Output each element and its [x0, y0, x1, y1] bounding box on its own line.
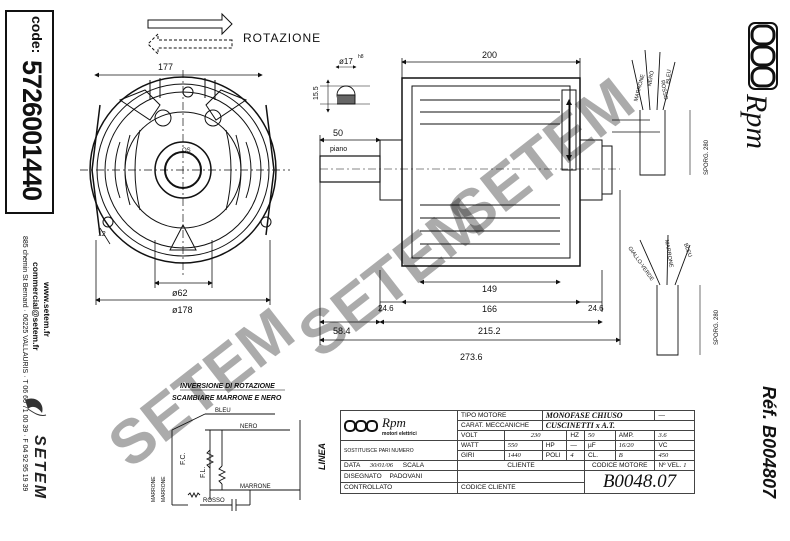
- title-block: Rpm motori elettrici TIPO MOTORE MONOFAS…: [340, 410, 696, 520]
- watermark-3: SETEM: [436, 65, 647, 251]
- watt-value: 550: [503, 440, 543, 451]
- vc-label: VC: [654, 440, 695, 451]
- dim-200: 200: [482, 50, 497, 60]
- sporg-bottom-label: SPORG. 280: [714, 309, 720, 345]
- dim-24-6-left: 24.6: [378, 304, 394, 313]
- schematic-title-2: SCAMBIARE MARRONE E NERO: [172, 395, 282, 402]
- dim-17-tolerance: h8: [358, 54, 364, 60]
- dim-273-6: 273.6: [460, 352, 483, 362]
- codice-cliente-label: CODICE CLIENTE: [457, 481, 585, 494]
- rotation-label: ROTAZIONE: [243, 31, 321, 45]
- watermark-1: SETEM: [96, 295, 307, 481]
- dim-178: ø178: [172, 305, 193, 315]
- schematic-marrone-v1: MARRONE: [151, 476, 157, 502]
- rotation-arrow-icon: [147, 12, 233, 56]
- wire-bottom-bleu: BLEU: [682, 243, 693, 259]
- watt-label: WATT: [457, 440, 505, 451]
- hp-label: HP: [541, 440, 568, 451]
- codice-motore-label: CODICE MOTORE: [583, 460, 656, 471]
- sostituisce-label: SOSTITUISCE PARI NUMERO: [340, 440, 458, 461]
- os-label: OS: [182, 148, 191, 154]
- motor-side-view: [319, 77, 660, 267]
- dim-15-5: 15.5: [313, 86, 320, 100]
- scala-label: SCALA: [402, 462, 425, 469]
- wire-bottom-marrone: MARRONE: [663, 239, 674, 268]
- hp-value: —: [566, 440, 585, 451]
- schematic-fc: F.C.: [180, 453, 187, 466]
- cliente-label: CLIENTE: [457, 460, 585, 471]
- disegnato-label: DISEGNATO: [344, 472, 382, 480]
- disegnato-value: PADOVANI: [389, 472, 423, 480]
- volt-label: VOLT: [457, 430, 505, 441]
- dim-12: 12: [98, 231, 106, 238]
- schematic-nero: NERO: [240, 424, 258, 430]
- amp-value: 3.6: [654, 430, 695, 441]
- title-block-logo-sub: motori elettrici: [382, 430, 417, 437]
- wiring-schematic: [171, 413, 301, 511]
- carat-label: CARAT. MECCANICHE: [457, 420, 543, 431]
- schematic-rosso: ROSSO: [203, 498, 225, 504]
- tipo-motore-label: TIPO MOTORE: [457, 410, 543, 421]
- motor-front-view: [80, 70, 290, 275]
- dim-215-2: 215.2: [478, 326, 501, 336]
- giri-value: 1440: [503, 450, 543, 461]
- dim-177: 177: [158, 62, 173, 72]
- dim-149: 149: [482, 284, 497, 294]
- vel-value: 1: [683, 462, 687, 469]
- rpm-coil-small-icon: [344, 419, 378, 432]
- dim-62: ø62: [172, 288, 188, 298]
- hz-value: 50: [584, 430, 616, 441]
- schematic-fl: F.L.: [200, 467, 207, 478]
- dim-24-6-right: 24.6: [588, 304, 604, 313]
- wire-top-bleu: BLEU: [666, 69, 673, 84]
- schematic-bleu: BLEU: [215, 408, 231, 414]
- cl-value: B: [614, 450, 656, 461]
- poli-value: 4: [566, 450, 585, 461]
- schematic-title-1: INVERSIONE DI ROTAZIONE: [180, 383, 275, 390]
- cable-top-icon: [631, 49, 691, 176]
- hz-label: HZ: [566, 430, 585, 441]
- shaft-section-icon: [320, 65, 370, 113]
- rpm-coil-logo: [748, 22, 778, 90]
- vel-label: Nº VEL.: [658, 462, 682, 469]
- tipo-motore-value: MONOFASE CHIUSO: [541, 410, 656, 421]
- title-block-logo-text: Rpm: [382, 414, 406, 430]
- piano-label: piano: [330, 146, 347, 153]
- dim-17: ø17: [339, 57, 353, 66]
- data-label: DATA: [344, 462, 361, 469]
- carat-value: CUSCINETTI x A.T.: [541, 420, 696, 431]
- wire-top-marrone: MARRONE: [633, 73, 646, 102]
- schematic-linea: LINEA: [317, 443, 327, 470]
- cl-label: CL.: [584, 450, 616, 461]
- poli-label: POLI: [541, 450, 568, 461]
- dim-50: 50: [333, 128, 343, 138]
- controllato-label: CONTROLLATO: [340, 481, 458, 494]
- schematic-marrone-v2: MARRONE: [161, 476, 167, 502]
- setem-bird-icon: [25, 398, 47, 416]
- dim-166: 166: [482, 304, 497, 314]
- uf-label: µF: [584, 440, 616, 451]
- giri-label: GIRI: [457, 450, 505, 461]
- vc-value: 450: [654, 450, 695, 461]
- volt-value: 230: [503, 430, 568, 441]
- uf-value: 16/20: [614, 440, 656, 451]
- drawing-number: B0048.07: [584, 470, 695, 494]
- code-box: code: 5726001440: [5, 10, 54, 214]
- title-block-logo: Rpm motori elettrici: [340, 410, 458, 441]
- dim-58-4: 58.4: [333, 326, 351, 336]
- schematic-marrone: MARRONE: [240, 484, 271, 490]
- data-value: 30/01/06: [369, 462, 393, 469]
- wire-top-nero: NERO: [647, 70, 656, 87]
- amp-label: AMP.: [614, 430, 656, 441]
- cable-bottom-icon: [639, 234, 701, 356]
- sporg-top-label: SPORG. 280: [704, 139, 710, 175]
- wire-top-rosso: ROSSO: [659, 80, 668, 101]
- setem-logo: SETEM: [20, 395, 50, 520]
